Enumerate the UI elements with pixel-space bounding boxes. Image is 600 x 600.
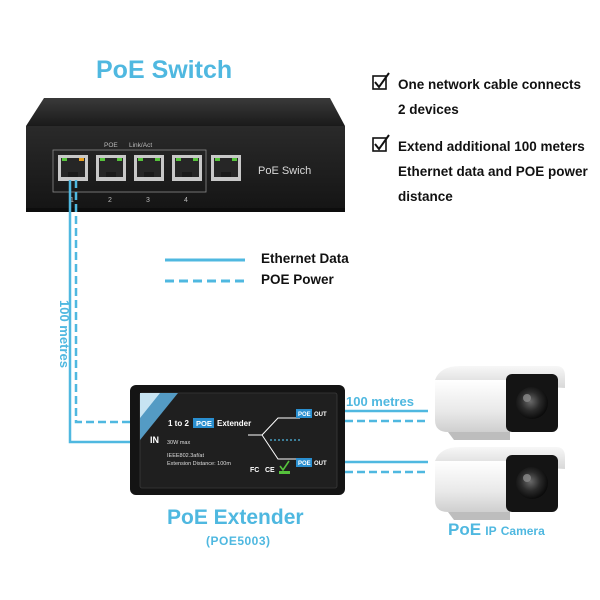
port-number: 2 xyxy=(108,197,112,204)
feature-line: Ethernet data and POE power xyxy=(398,164,588,179)
cable-extender-to-cameras xyxy=(345,409,428,474)
poe-port-group-outline xyxy=(52,149,207,193)
distance-switch-to-extender: 100 metres xyxy=(57,300,72,368)
port-group-link-label: Link/Act xyxy=(129,142,152,149)
feature-item: One network cable connects 2 devices xyxy=(372,72,600,122)
extender-label-suffix: Extender xyxy=(217,419,251,428)
feature-line: One network cable connects xyxy=(398,77,582,92)
cable-switch-to-extender xyxy=(68,180,138,444)
feature-line: distance xyxy=(398,189,453,204)
switch-top-face xyxy=(26,98,345,126)
camera-body xyxy=(435,461,510,512)
port-number: 3 xyxy=(146,197,150,204)
extender-spec-distance: Extension Distance: 100m xyxy=(167,461,231,467)
extender-spec-standard: IEEE802.3af/at xyxy=(167,453,204,459)
out-poe-badge xyxy=(296,409,312,418)
camera-title-poe: PoE xyxy=(448,520,482,539)
camera-title: PoE IP Camera xyxy=(448,520,545,540)
camera-lens xyxy=(516,387,548,419)
poe-power-line xyxy=(74,180,138,424)
extender-label-poe: POE xyxy=(196,419,212,428)
rohs-check-icon xyxy=(279,460,290,472)
checkbox-check-icon xyxy=(372,72,390,90)
camera-title-ip: IP xyxy=(485,524,497,538)
extender-in-label: IN xyxy=(150,435,159,445)
feature-item: Extend additional 100 meters Ethernet da… xyxy=(372,134,600,209)
ethernet-data-line xyxy=(68,180,138,444)
rj45-port xyxy=(96,155,126,181)
legend-poe-label: POE Power xyxy=(261,272,334,287)
extender-split-line xyxy=(261,434,300,460)
feature-line: 2 devices xyxy=(398,102,459,117)
rj45-uplink-port xyxy=(211,155,241,181)
out-poe-label: POE xyxy=(298,461,311,467)
rj45-port xyxy=(58,155,88,181)
legend xyxy=(165,258,245,283)
cert-fc-icon: FC xyxy=(250,467,259,474)
port-number: 1 xyxy=(70,197,74,204)
extender-split-line xyxy=(261,417,300,436)
checkbox-check-icon xyxy=(372,134,390,152)
feature-line: Extend additional 100 meters xyxy=(398,139,585,154)
out-poe-badge xyxy=(296,458,312,467)
port-number: 4 xyxy=(184,197,188,204)
ip-camera-top xyxy=(435,366,565,440)
out-label: OUT xyxy=(314,412,327,418)
switch-panel-label: PoE Swich xyxy=(258,165,311,177)
ip-camera-bottom xyxy=(435,447,565,520)
rj45-port xyxy=(172,155,202,181)
switch-title: PoE Switch xyxy=(96,56,233,84)
poe-extender-device: 1 to 2 POE Extender IN 30W max IEEE802.3… xyxy=(130,385,345,495)
port-group-poe-label: POE xyxy=(104,142,118,149)
camera-lens xyxy=(516,467,548,499)
cert-ce-icon: CE xyxy=(265,467,275,474)
rj45-port xyxy=(134,155,164,181)
extender-label-prefix: 1 to 2 xyxy=(168,419,189,428)
out-poe-label: POE xyxy=(298,412,311,418)
extender-label-poe-badge xyxy=(193,418,214,428)
camera-title-camera: Camera xyxy=(500,524,545,538)
extender-spec-power: 30W max xyxy=(167,440,190,446)
legend-ethernet-label: Ethernet Data xyxy=(261,251,349,266)
extender-title: PoE Extender xyxy=(167,506,304,529)
out-label: OUT xyxy=(314,461,327,467)
extender-model: (POE5003) xyxy=(206,534,271,548)
distance-extender-to-camera: 100 metres xyxy=(346,394,414,409)
poe-switch: POE Link/Act xyxy=(26,98,345,212)
camera-body xyxy=(435,380,510,432)
